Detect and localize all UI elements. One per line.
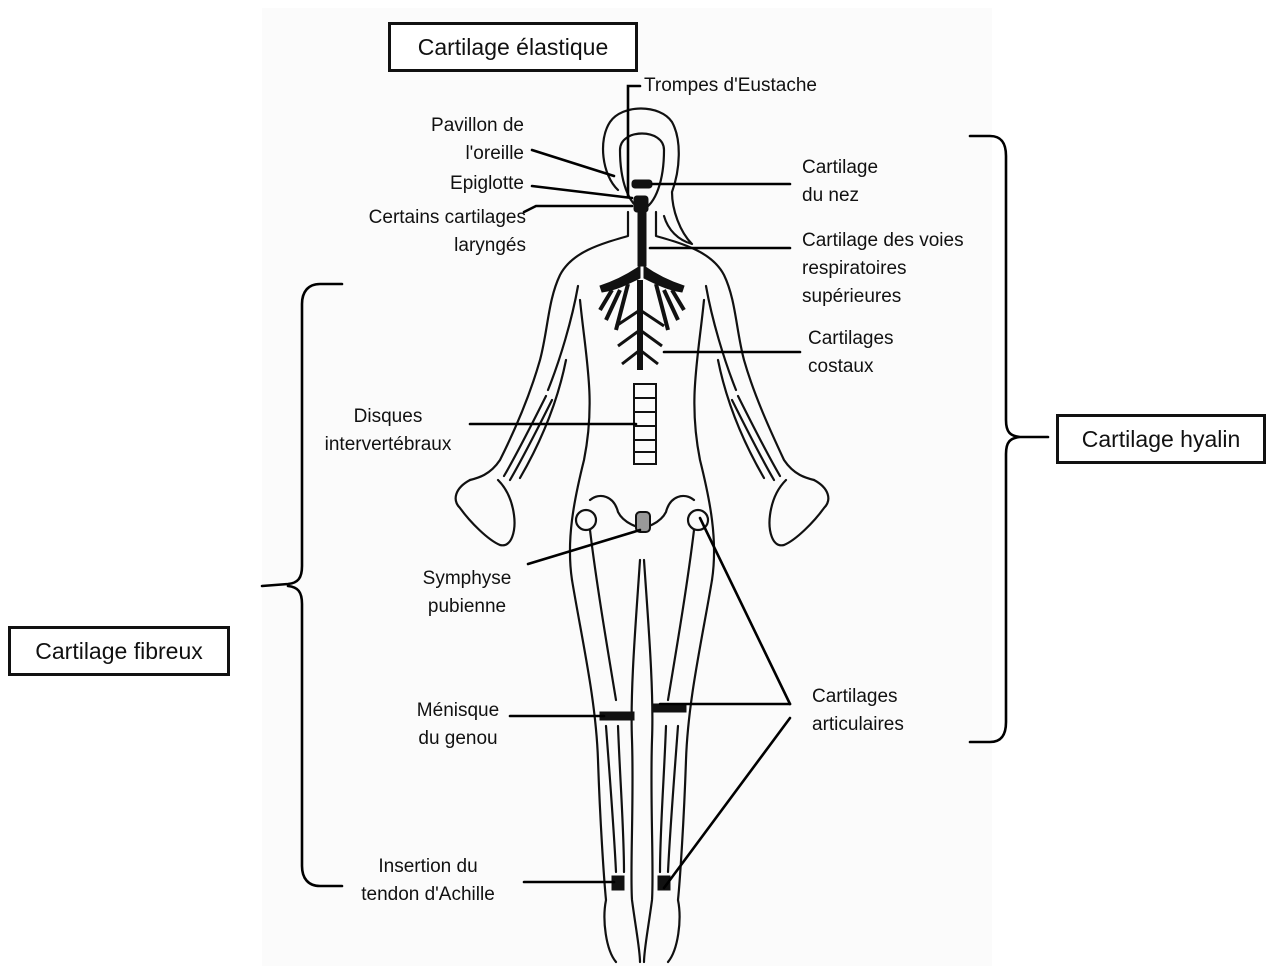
tibia-right <box>660 726 678 872</box>
pubic-symphysis-mark <box>636 512 650 532</box>
label-laryngeal-cartilages: Certains cartilages laryngés <box>330 204 526 260</box>
label-eustachian-tubes: Trompes d'Eustache <box>644 72 817 100</box>
left-hand <box>456 480 515 545</box>
femur-left <box>590 530 616 700</box>
femur-right <box>668 530 694 700</box>
leader-auricle <box>532 150 614 176</box>
label-intervertebral-discs: Disques intervertébraux <box>306 403 470 459</box>
leader-symphysis <box>528 530 640 564</box>
leg-right-inner <box>644 560 653 962</box>
hyaline-brace <box>970 136 1048 742</box>
trachea <box>638 212 646 266</box>
label-achilles-insertion: Insertion du tendon d'Achille <box>340 853 516 909</box>
fibrous-brace <box>262 284 342 886</box>
nose-cartilage-mark <box>632 180 652 188</box>
label-auricle: Pavillon de l'oreille <box>400 112 524 168</box>
leader-laryngeal <box>524 206 632 212</box>
tibia-left <box>606 726 624 872</box>
leg-left-inner <box>631 560 640 962</box>
fibrous-cartilage-box: Cartilage fibreux <box>8 626 230 676</box>
leader-articular-1 <box>700 518 790 704</box>
label-epiglottis: Epiglotte <box>400 170 524 198</box>
right-hand <box>770 480 829 545</box>
label-knee-meniscus: Ménisque du genou <box>396 697 520 753</box>
label-nasal-cartilage: Cartilage du nez <box>802 154 878 210</box>
label-costal-cartilages: Cartilages costaux <box>808 325 894 381</box>
label-articular-cartilages: Cartilages articulaires <box>812 683 904 739</box>
elastic-cartilage-box: Cartilage élastique <box>388 22 638 72</box>
body-outline-right <box>656 212 814 480</box>
waist <box>570 300 590 580</box>
hair-outline <box>603 109 692 245</box>
larynx-mark <box>634 196 648 212</box>
leader-articular-3 <box>664 718 790 888</box>
hip-left <box>576 510 596 530</box>
label-airway-cartilage: Cartilage des voies respiratoires supéri… <box>802 227 964 311</box>
label-pubic-symphysis: Symphyse pubienne <box>404 565 530 621</box>
hyaline-cartilage-box: Cartilage hyalin <box>1056 414 1266 464</box>
